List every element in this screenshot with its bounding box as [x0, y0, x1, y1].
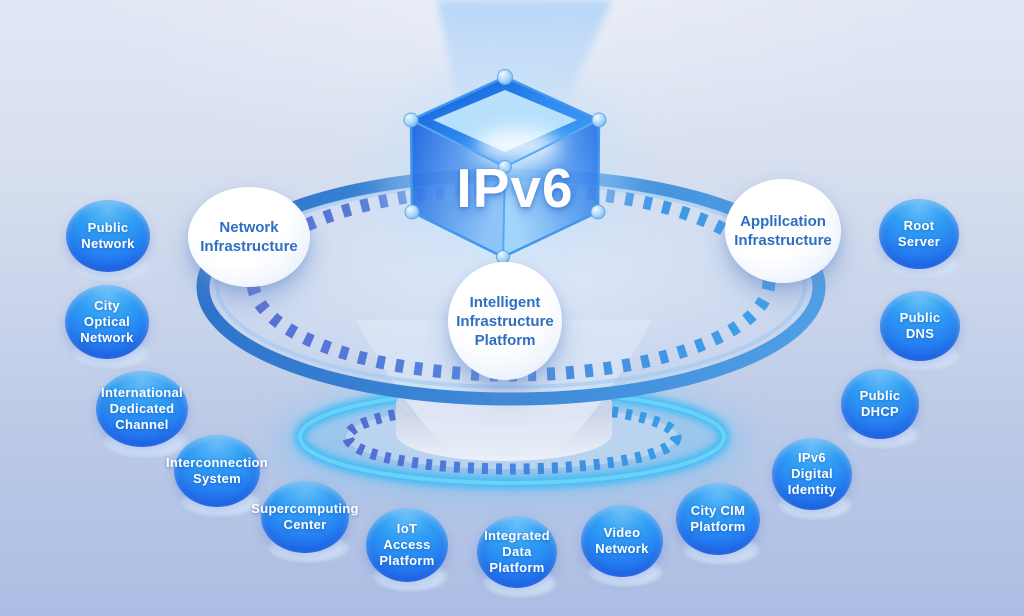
label-line: Infrastructure — [456, 312, 554, 330]
node-sphere — [477, 516, 557, 588]
label-line: Network — [80, 330, 134, 345]
node-sphere — [772, 438, 852, 510]
cube-vertex-spheres — [403, 69, 607, 264]
label-line: DHCP — [860, 404, 900, 419]
label-line: Digital — [791, 466, 833, 481]
label-line: Network — [81, 236, 135, 251]
bottom-tick-ring — [342, 399, 682, 475]
label-line: DNS — [905, 326, 935, 341]
label-line: Center — [283, 517, 327, 532]
label-line: Identity — [787, 482, 837, 497]
node-sphere — [366, 508, 448, 582]
cube-title: IPv6 — [456, 157, 574, 219]
node-sphere — [581, 505, 663, 577]
node-sphere — [65, 285, 149, 359]
label-line: System — [192, 471, 242, 486]
label-line: Intelligent — [469, 293, 541, 311]
label-line: Server — [897, 234, 941, 249]
node-sphere — [841, 369, 919, 439]
cube-top-glow — [476, 129, 560, 163]
label-line: Channel — [115, 417, 169, 432]
node-sphere — [879, 199, 959, 269]
label-line: Platform — [489, 560, 545, 575]
node-sphere — [66, 200, 150, 272]
ipv6-cube — [380, 58, 630, 282]
label-line: Platform — [474, 331, 536, 349]
node-sphere — [676, 483, 760, 555]
label-line: Platform — [379, 553, 435, 568]
label-line: International — [101, 385, 183, 400]
label-line: Public — [859, 388, 901, 403]
label-line: Public — [899, 310, 941, 325]
label-line: Network — [219, 219, 279, 236]
label-line: City CIM — [690, 503, 746, 518]
cube-top-inset — [433, 90, 577, 152]
label-line: Interconnection — [166, 455, 269, 470]
node-sphere — [174, 435, 260, 507]
label-line: Network — [595, 541, 649, 556]
label-line: Applilcation — [740, 213, 826, 230]
label-line: IPv6 — [798, 450, 826, 465]
label-line: Integrated — [484, 528, 550, 543]
label-line: Infrastructure — [200, 238, 298, 255]
label-line: Video — [603, 525, 641, 540]
label-line: Infrastructure — [734, 232, 832, 249]
node-sphere — [96, 371, 188, 447]
label-line: City — [94, 298, 120, 313]
label-line: IoT — [396, 521, 418, 536]
label-line: Access — [383, 537, 431, 552]
label-line: Dedicated — [109, 401, 175, 416]
node-sphere — [880, 291, 960, 361]
label-line: Data — [502, 544, 532, 559]
label-line: Optical — [83, 314, 131, 329]
label-line: Root — [903, 218, 935, 233]
node-sphere — [261, 481, 349, 553]
label-line: Platform — [690, 519, 746, 534]
label-line: Supercomputing — [251, 501, 359, 516]
label-line: Public — [87, 220, 129, 235]
